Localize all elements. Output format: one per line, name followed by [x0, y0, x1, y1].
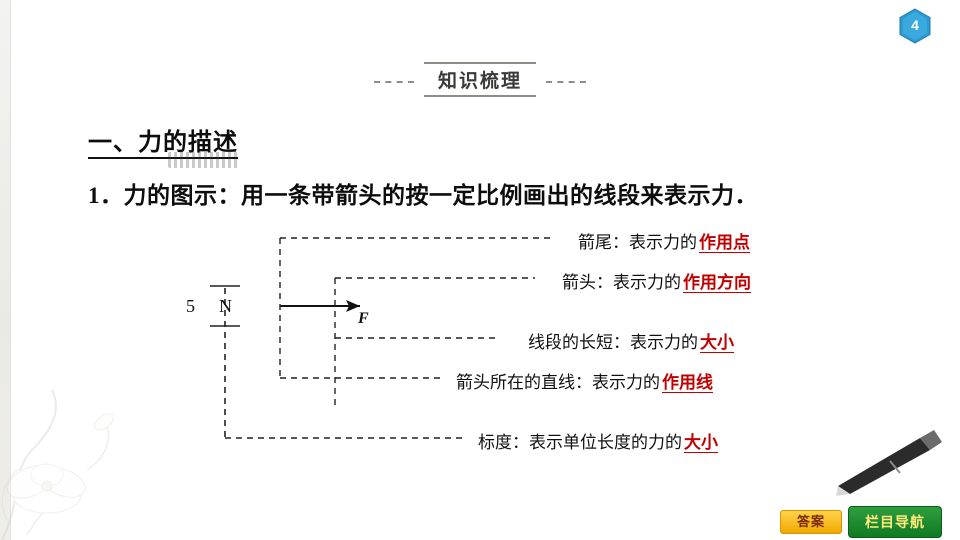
section-heading: 一、力的描述 [88, 122, 238, 159]
flower-decoration-image [1, 389, 115, 540]
banner-dash-right [546, 81, 586, 84]
banner-dash-left [373, 81, 414, 84]
page-number-badge: 4 [898, 8, 932, 44]
force-diagram: 5 N F 箭尾：表示力的作用点 箭头：表示力的作用方向 线段的长短：表示力的大… [150, 218, 910, 458]
left-decorative-strip [0, 0, 11, 540]
callout-row-3-text: 线段的长短：表示力的 [528, 333, 698, 352]
callout-row-2-text: 箭头：表示力的 [562, 273, 681, 292]
callout-row-5-text: 标度：表示单位长度的力的 [478, 433, 682, 452]
scale-value-label: 5 N [186, 296, 235, 316]
ink-smudge-decoration [168, 152, 238, 168]
item-heading: 1．力的图示：用一条带箭头的按一定比例画出的线段来表示力． [88, 183, 758, 208]
callout-row-2: 箭头：表示力的作用方向 [562, 268, 751, 293]
page-number-text: 4 [911, 17, 919, 33]
callout-row-1: 箭尾：表示力的作用点 [578, 228, 750, 253]
pen-decoration-image [836, 430, 942, 496]
callout-row-5-answer: 大小 [684, 433, 718, 453]
banner-title: 知识梳理 [423, 62, 536, 97]
callout-row-4-answer: 作用线 [662, 373, 713, 393]
nav-menu-button[interactable]: 栏目导航 [848, 506, 942, 538]
banner: 知识梳理 [0, 62, 960, 97]
answer-button[interactable]: 答案 [780, 510, 842, 534]
section-heading-text: 一、力的描述 [88, 130, 238, 159]
callout-row-4-text: 箭头所在的直线：表示力的 [456, 373, 660, 392]
diagram-lines [210, 237, 550, 439]
hexagon-icon [899, 8, 931, 44]
force-vector-label: F [358, 310, 369, 327]
callout-row-4: 箭头所在的直线：表示力的作用线 [456, 368, 713, 393]
callout-row-1-answer: 作用点 [699, 233, 750, 253]
callout-row-3: 线段的长短：表示力的大小 [528, 328, 734, 353]
callout-row-2-answer: 作用方向 [683, 273, 751, 293]
callout-row-3-answer: 大小 [700, 333, 734, 353]
callout-row-1-text: 箭尾：表示力的 [578, 233, 697, 252]
banner-inner: 知识梳理 [368, 62, 592, 97]
callout-row-5: 标度：表示单位长度的力的大小 [478, 428, 718, 453]
